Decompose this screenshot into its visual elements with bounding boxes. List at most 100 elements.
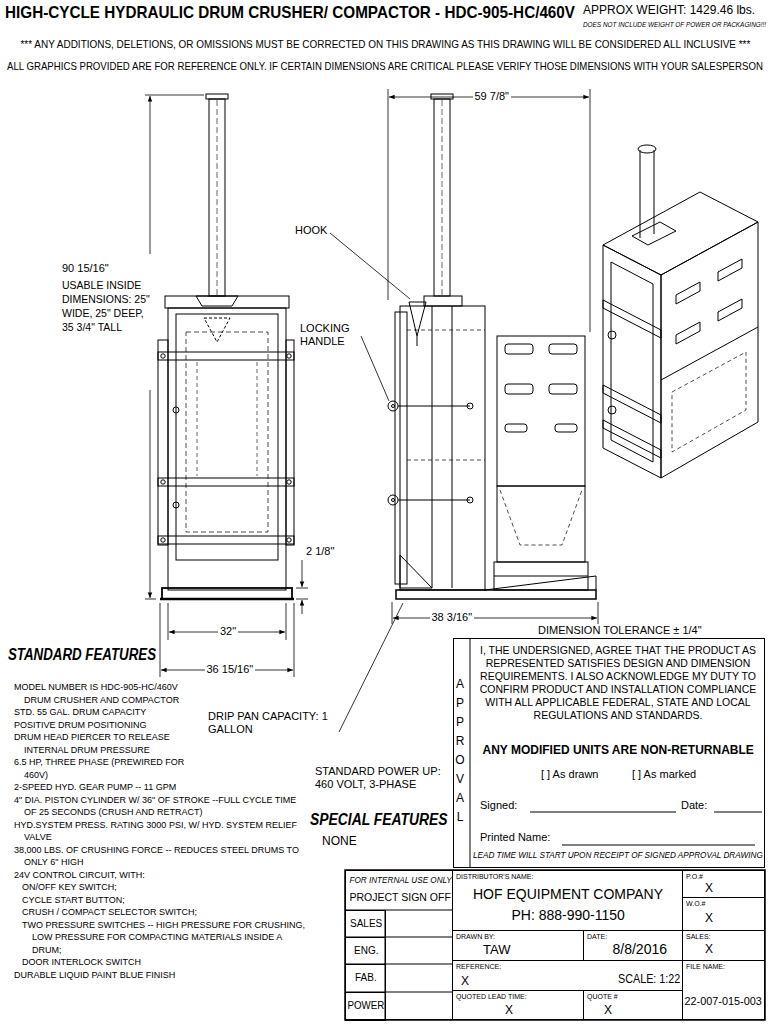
feature-item: 2-SPEED HYD. GEAR PUMP -- 11 GPM	[14, 781, 204, 794]
title-block-cell: QUOTED LEAD TIME:X	[452, 990, 584, 1020]
drawing-note: *** ANY ADDITIONS, DELETIONS, OR OMISSIO…	[20, 38, 750, 52]
power-note: STANDARD POWER UP: 460 VOLT, 3-PHASE	[315, 765, 447, 791]
front-view	[158, 94, 294, 599]
isometric-view	[603, 300, 661, 338]
form-rule	[470, 638, 471, 868]
front-view	[165, 296, 289, 308]
feature-item: DURABLE LIQUID PAINT BLUE FINISH	[14, 969, 309, 982]
title-block-cell: QUOTE # X	[583, 990, 683, 1020]
isometric-view	[654, 150, 655, 234]
cell-label: FILE NAME:	[686, 963, 725, 971]
form-rule	[530, 812, 676, 813]
cell-value: [ ] As drawn	[541, 768, 598, 781]
dimension-line	[145, 95, 204, 96]
dimension-line	[392, 602, 393, 624]
dimension-line	[296, 588, 308, 589]
leader-line	[330, 233, 410, 299]
part-label: LOCKING HANDLE	[300, 322, 358, 348]
front-view	[186, 332, 268, 532]
rear-view	[555, 424, 577, 432]
rear-view	[505, 384, 533, 394]
isometric-view	[661, 222, 758, 478]
dimension-line	[286, 603, 287, 640]
cell-value: X	[461, 974, 469, 988]
dimension-line	[590, 89, 591, 332]
dimension-line	[145, 89, 598, 677]
cell-label: QUOTE #	[587, 993, 618, 1001]
cell-value: 22-007-015-003	[685, 995, 762, 1008]
feature-item: ON/OFF KEY SWITCH;	[22, 881, 309, 894]
isometric-view	[603, 385, 661, 423]
cell-value: Signed:	[480, 799, 517, 812]
feature-item: TWO PRESSURE SWITCHES -- HIGH PRESSURE F…	[22, 919, 309, 957]
rear-view	[494, 336, 588, 590]
front-view	[197, 362, 198, 476]
side-view	[400, 306, 485, 590]
leader-line	[339, 603, 403, 732]
side-view	[388, 94, 485, 590]
feature-item: 6.5 HP, THREE PHASE (PREWIRED FOR 460V)	[14, 756, 204, 781]
cell-value: X	[705, 881, 713, 895]
cell-label: FAB.	[355, 972, 377, 984]
leader-line	[361, 336, 389, 401]
side-view	[398, 500, 470, 501]
side-view	[392, 499, 395, 502]
isometric-view	[608, 406, 616, 414]
dimension-line	[145, 599, 156, 600]
cell-value: PROJECT SIGN OFF	[350, 891, 451, 904]
cell-label: REFERENCE:	[456, 963, 501, 971]
title-block-cell: DISTRIBUTOR'S NAME:HOF EQUIPMENT COMPANY…	[452, 870, 683, 931]
dimension-line	[598, 602, 599, 624]
cell-value: PH: 888-990-1150	[512, 907, 625, 924]
cell-value: Printed Name:	[480, 831, 550, 844]
front-view	[161, 354, 165, 358]
cell-value: ANY MODIFIED UNITS ARE NON-RETURNABLE	[483, 743, 754, 757]
cell-label: SALES:	[686, 933, 711, 941]
tolerance-note: DIMENSION TOLERANCE ± 1/4"	[538, 624, 702, 637]
dimension-line	[388, 89, 389, 300]
isometric-view	[640, 150, 641, 238]
cell-label: FOR INTERNAL USE ONLY	[349, 874, 451, 885]
dimension-line	[168, 603, 169, 640]
isometric-view	[603, 245, 661, 478]
feature-item: NONE	[322, 834, 357, 848]
drawing-views	[145, 89, 765, 1020]
side-view	[467, 403, 473, 409]
cell-value: HOF EQUIPMENT COMPANY	[473, 886, 663, 903]
side-view	[407, 460, 485, 461]
front-view	[158, 478, 294, 486]
front-view	[286, 340, 294, 545]
isometric-view	[603, 420, 661, 458]
side-view	[409, 302, 426, 336]
drip-pan	[396, 576, 596, 599]
isometric-view	[611, 262, 653, 462]
isometric-view	[603, 145, 758, 478]
front-view	[161, 538, 165, 542]
side-view	[432, 306, 433, 588]
feature-item: MODEL NUMBER IS HDC-905-HC/460V DRUM CRU…	[14, 681, 204, 706]
dimension-label: 36 15/16"	[205, 663, 256, 676]
approval-box: APPROVALI, THE UNDERSIGNED, AGREE THAT T…	[453, 638, 765, 868]
side-view	[431, 94, 453, 99]
feature-item: 24V CONTROL CIRCUIT, WITH:	[14, 869, 309, 882]
front-view	[161, 480, 165, 484]
front-view	[209, 99, 225, 296]
isometric-view	[718, 259, 742, 281]
part-label: DRIP PAN CAPACITY: 1 GALLON	[208, 710, 336, 736]
form-rule	[345, 638, 765, 1020]
side-view	[395, 312, 407, 584]
feature-list: MODEL NUMBER IS HDC-905-HC/460V DRUM CRU…	[14, 681, 314, 981]
cell-value: X	[705, 942, 713, 956]
rear-view	[549, 344, 577, 354]
front-view	[287, 354, 291, 358]
sign-off-cell: ENG.	[345, 937, 386, 965]
side-view	[417, 336, 418, 346]
title-block-cell: P.O.#X	[682, 870, 765, 898]
title-block-cell: REFERENCE:XSCALE: 1:22	[452, 960, 683, 991]
dimension-line	[294, 603, 295, 677]
feature-item: CYCLE START BUTTON;	[22, 894, 309, 907]
feature-item: POSITIVE DRUM POSITIONING	[14, 719, 204, 732]
cell-value: X	[604, 1003, 612, 1017]
section-heading: SPECIAL FEATURES	[310, 810, 448, 829]
front-view	[206, 94, 228, 99]
